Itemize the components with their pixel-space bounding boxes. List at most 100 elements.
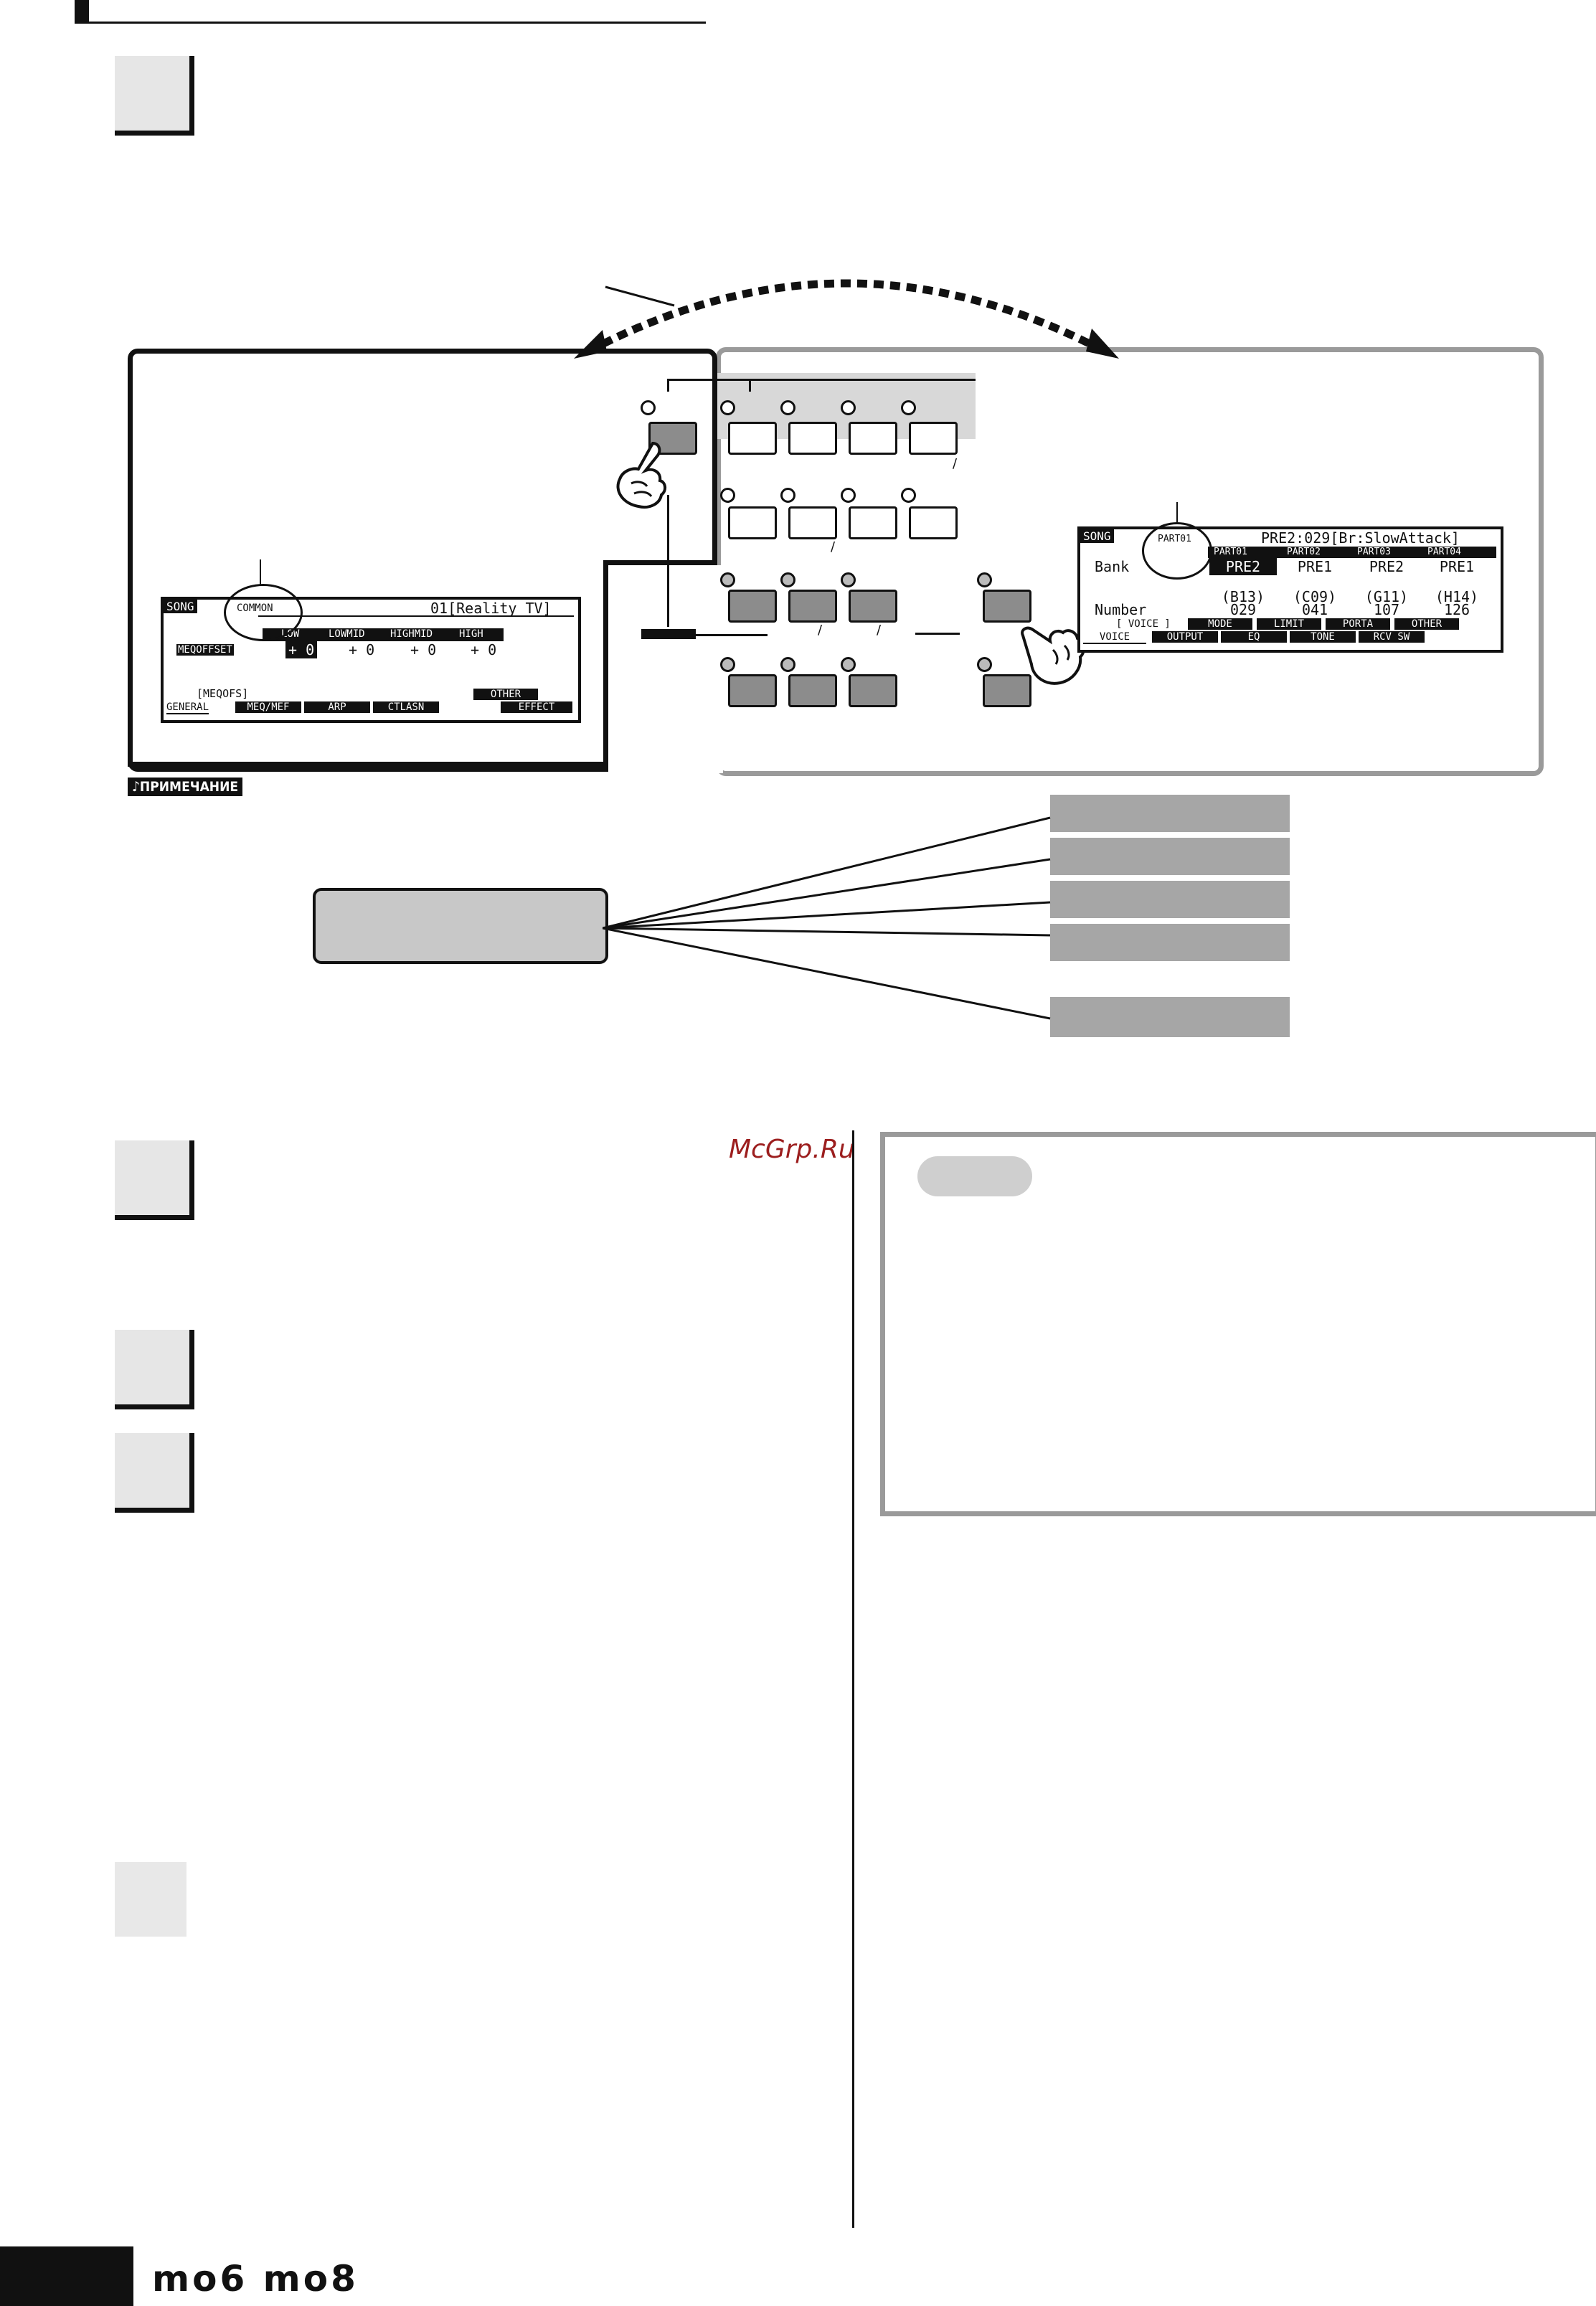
lcd2-part-bar xyxy=(1208,547,1496,558)
lcd-tab-arp: ARP xyxy=(304,701,370,713)
track-led-5 xyxy=(720,488,735,503)
lcd2-subtab-other: OTHER xyxy=(1394,618,1459,630)
part-led-8 xyxy=(977,657,992,672)
part-led-5 xyxy=(720,657,735,672)
part-led-4 xyxy=(977,572,992,587)
note-pill xyxy=(917,1156,1032,1196)
lcd-col-highmid: HIGHMID xyxy=(390,628,433,640)
header-rule xyxy=(75,22,706,24)
note-tag: ♪ПРИМЕЧАНИЕ xyxy=(128,778,243,796)
part-led-7 xyxy=(841,657,856,672)
connector-h xyxy=(696,634,768,636)
lcd-col-high: HIGH xyxy=(459,628,483,640)
track-led-4 xyxy=(901,400,916,415)
lcd-col-lowmid: LOWMID xyxy=(329,628,365,640)
tree-leaf-3 xyxy=(1050,881,1290,918)
step-box-5 xyxy=(115,1862,186,1937)
lcd-value-1: + 0 xyxy=(285,641,318,658)
part-led-3 xyxy=(841,572,856,587)
part-button-2[interactable] xyxy=(788,590,837,623)
tree-leaf-4 xyxy=(1050,924,1290,961)
lcd-row-label: MEQOFFSET xyxy=(176,644,234,656)
tree-leaf-1 xyxy=(1050,795,1290,832)
track-button-5[interactable] xyxy=(728,506,777,539)
common-led xyxy=(641,400,656,415)
track-button-6[interactable] xyxy=(788,506,837,539)
lcd2-subtab-limit: LIMIT xyxy=(1257,618,1321,630)
lcd-header-bar xyxy=(263,628,504,641)
slash-mark-3: / xyxy=(818,623,823,638)
panel-rule xyxy=(667,379,976,381)
lcd2-part-2: PART02 xyxy=(1287,547,1321,557)
lcd-header-rule xyxy=(258,615,574,617)
track-button-7[interactable] xyxy=(849,506,897,539)
dash-mark xyxy=(915,633,960,635)
lcd2-tab-eq: EQ xyxy=(1221,631,1287,643)
music-note-icon: ♪ xyxy=(132,779,140,795)
track-button-8[interactable] xyxy=(909,506,958,539)
track-led-6 xyxy=(780,488,795,503)
callout-circle-right xyxy=(1142,522,1212,580)
lcd2-bank-2: PRE1 xyxy=(1297,558,1333,575)
common-button[interactable] xyxy=(648,422,697,455)
lcd-tab-meq: MEQ/MEF xyxy=(235,701,301,713)
frame-notch xyxy=(608,565,723,773)
track-led-3 xyxy=(841,400,856,415)
callout-line-left xyxy=(260,559,261,585)
part-button-1[interactable] xyxy=(728,590,777,623)
lcd2-part-1: PART01 xyxy=(1214,547,1247,557)
part-led-1 xyxy=(720,572,735,587)
notch-edge-v xyxy=(603,560,608,767)
lcd2-subtab-porta: PORTA xyxy=(1326,618,1390,630)
lcd2-code-1: (B13) xyxy=(1221,588,1265,605)
tree-leaf-5 xyxy=(1050,997,1290,1037)
tree-lines xyxy=(603,816,1051,1020)
lcd-tab-ctlasn: CTLASN xyxy=(373,701,439,713)
lcd2-bank-3: PRE2 xyxy=(1369,558,1404,575)
panel-rule-tick xyxy=(749,379,751,392)
lcd2-code-2: (C09) xyxy=(1293,588,1337,605)
lcd2-subtab-mode: MODE xyxy=(1188,618,1252,630)
slash-mark: / xyxy=(953,456,958,471)
track-button-3[interactable] xyxy=(849,422,897,455)
slash-mark-2: / xyxy=(831,539,836,554)
callout-circle-left xyxy=(224,584,303,641)
lcd2-subtab-voice: [ VOICE ] xyxy=(1116,618,1171,630)
press-hand-icon xyxy=(616,441,666,509)
part-button-6[interactable] xyxy=(788,674,837,707)
lcd2-number-1: 029 xyxy=(1229,601,1257,618)
header-marker xyxy=(75,0,89,23)
lcd2-tab-output: OUTPUT xyxy=(1152,631,1218,643)
lcd2-mode: SONG xyxy=(1080,529,1114,543)
lcd2-part-4: PART04 xyxy=(1427,547,1461,557)
part-button-3[interactable] xyxy=(849,590,897,623)
lcd-tab-general: GENERAL xyxy=(166,701,209,714)
track-button-1[interactable] xyxy=(728,422,777,455)
part-button-4[interactable] xyxy=(983,590,1031,623)
lcd-other: OTHER xyxy=(473,689,538,700)
lcd-mode: SONG xyxy=(164,600,197,613)
slash-mark-4: / xyxy=(877,623,882,638)
notch-edge-h xyxy=(608,560,712,565)
track-button-4[interactable] xyxy=(909,422,958,455)
lcd-tab-effect: EFFECT xyxy=(501,701,572,713)
tree-leaf-2 xyxy=(1050,838,1290,875)
part-button-5[interactable] xyxy=(728,674,777,707)
lcd2-tab-tone: TONE xyxy=(1290,631,1356,643)
part-button-7[interactable] xyxy=(849,674,897,707)
toggle-arrow-arc xyxy=(574,279,1119,359)
press-hand-icon-2 xyxy=(1021,626,1085,685)
watermark: McGrp.Ru xyxy=(729,1135,855,1164)
lcd-value-3: + 0 xyxy=(410,641,437,658)
lcd2-number-3: 107 xyxy=(1373,601,1400,618)
lcd2-number-4: 126 xyxy=(1443,601,1470,618)
connector-v xyxy=(667,495,669,627)
part-button-8[interactable] xyxy=(983,674,1031,707)
step-box-1 xyxy=(115,56,194,136)
track-button-2[interactable] xyxy=(788,422,837,455)
panel-rule-left xyxy=(667,379,669,392)
lcd2-bank-label: Bank xyxy=(1095,558,1130,575)
part-panel-frame xyxy=(716,347,1544,776)
lcd2-tab-rcvsw: RCV SW xyxy=(1359,631,1425,643)
brand-logo: mo6 mo8 xyxy=(152,2258,359,2300)
